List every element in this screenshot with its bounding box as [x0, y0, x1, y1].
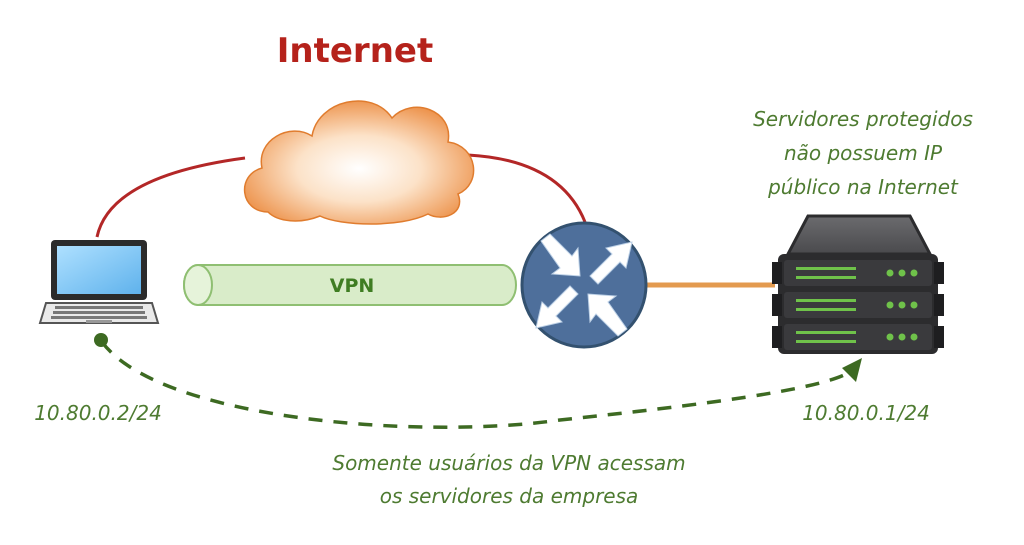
server-rack-icon [772, 214, 944, 354]
server-note-line-1: Servidores protegidos [753, 107, 973, 131]
server-note: Servidores protegidos não possuem IP púb… [753, 107, 973, 199]
vpn-access-path [100, 340, 851, 429]
laptop-icon [38, 240, 160, 324]
server-note-line-3: público na Internet [767, 175, 959, 199]
laptop-ip-label: 10.80.0.2/24 [34, 401, 162, 425]
bottom-note-line-1: Somente usuários da VPN acessam [332, 451, 685, 475]
internet-title: Internet [277, 31, 433, 71]
router-icon [520, 221, 648, 349]
vpn-tunnel [183, 264, 517, 306]
laptop-internet-link [95, 156, 246, 238]
path-start-dot [94, 333, 108, 347]
cloud-icon [244, 100, 475, 225]
vpn-tunnel-label: VPN [330, 275, 375, 297]
bottom-note-line-2: os servidores da empresa [380, 484, 639, 508]
bottom-note: Somente usuários da VPN acessam os servi… [332, 451, 685, 508]
server-ip-label: 10.80.0.1/24 [802, 401, 930, 425]
path-end-arrow [842, 358, 862, 382]
router-internet-link [467, 153, 587, 223]
server-note-line-2: não possuem IP [784, 141, 943, 165]
